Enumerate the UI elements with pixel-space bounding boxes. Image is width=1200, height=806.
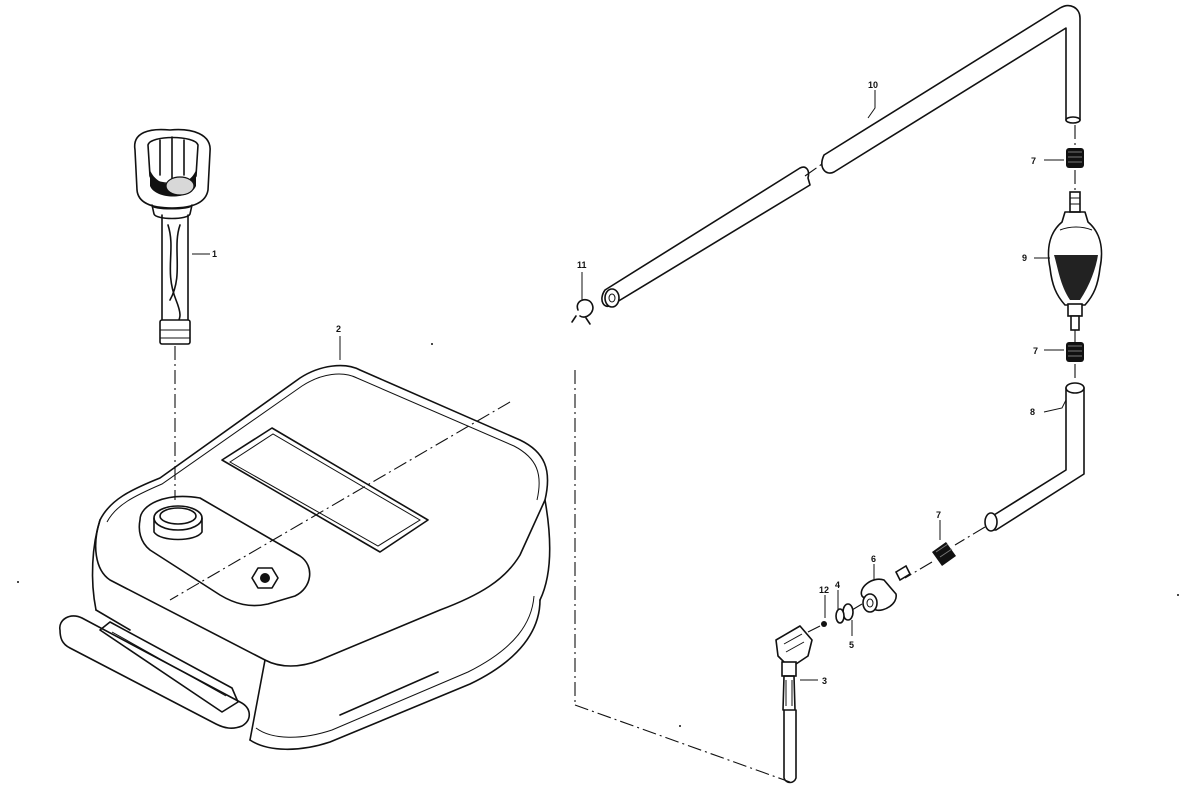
part-7b-ferrule (1066, 342, 1084, 362)
part-2-fuel-tank (59, 364, 551, 751)
part-4-5-o-rings (835, 603, 854, 624)
callout-6: 6 (871, 554, 876, 564)
callout-4: 4 (835, 580, 840, 590)
leader-tank-to-hose-2 (574, 704, 791, 783)
callout-8: 8 (1030, 407, 1035, 417)
callout-7a: 7 (1031, 156, 1036, 166)
callout-2: 2 (336, 324, 341, 334)
leader-12-3 (807, 625, 821, 633)
part-3-fuel-pickup (775, 625, 813, 784)
scan-specks (17, 343, 1179, 727)
part-12-seal (821, 621, 827, 627)
callout-3: 3 (822, 676, 827, 686)
leader-7c-6 (904, 561, 933, 579)
callout-numbers: 1 2 3 4 5 6 7 7 7 8 9 10 11 12 (212, 80, 1038, 686)
callout-5: 5 (849, 640, 854, 650)
callout-leaders (192, 90, 1067, 681)
callout-11: 11 (577, 260, 587, 270)
callout-7b: 7 (1033, 346, 1038, 356)
part-6-connector (860, 564, 912, 613)
callout-9: 9 (1022, 253, 1027, 263)
part-9-primer-bulb (1047, 191, 1103, 331)
part-8-fuel-line (984, 382, 1085, 532)
part-10-fuel-line (601, 4, 1081, 308)
callout-12: 12 (819, 585, 829, 595)
leader-6-5 (851, 603, 863, 611)
leader-line-break (804, 163, 823, 177)
part-1-fuel-gauge (134, 128, 211, 345)
part-7a-ferrule (1066, 148, 1084, 168)
part-7c-ferrule (932, 542, 956, 566)
leader-8-7c (954, 526, 986, 546)
part-11-hose-clamp (571, 298, 594, 325)
callout-7c: 7 (936, 510, 941, 520)
leader-tank-axis (169, 401, 511, 601)
callout-10: 10 (868, 80, 878, 90)
callout-1: 1 (212, 249, 217, 259)
